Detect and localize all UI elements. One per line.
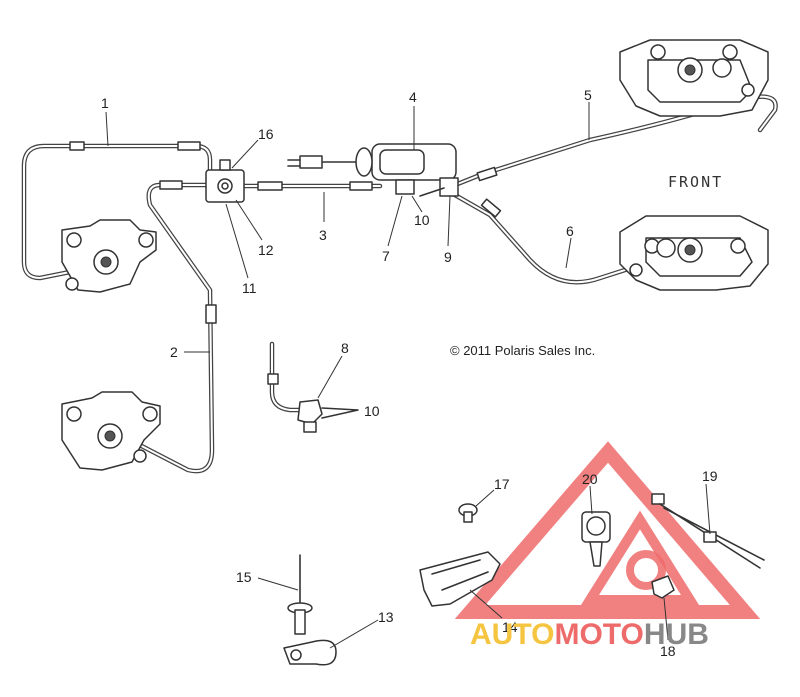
callout-10-upper: 10 (414, 212, 430, 228)
brake-junction-block (205, 159, 245, 203)
callout-labels: 1 2 3 4 5 6 7 8 9 10 10 11 12 13 14 15 1… (101, 87, 718, 659)
leader-lines (105, 102, 711, 649)
callout-15: 15 (236, 569, 252, 585)
clip-14 (419, 551, 501, 607)
callout-7: 7 (382, 248, 390, 264)
master-cylinder (287, 143, 459, 197)
callout-14: 14 (502, 619, 518, 635)
brake-line-1 (21, 141, 213, 281)
callout-18: 18 (660, 643, 676, 659)
brake-line-6 (452, 192, 653, 285)
callout-1: 1 (101, 95, 109, 111)
watermark-text: AUTOMOTOHUB (470, 618, 709, 651)
callout-8: 8 (341, 340, 349, 356)
callout-19: 19 (702, 468, 718, 484)
clip-18 (651, 575, 675, 599)
callout-4: 4 (409, 89, 417, 105)
tie-strap-19 (651, 493, 765, 569)
watermark-word-moto: MOTO (554, 618, 643, 651)
caliper-front-right-upper (619, 39, 769, 117)
callout-13: 13 (378, 609, 394, 625)
callout-10-lower: 10 (364, 403, 380, 419)
caliper-rear-left-lower (61, 391, 161, 471)
rivet-15 (287, 554, 313, 635)
callout-16: 16 (258, 126, 274, 142)
watermark-word-hub: HUB (644, 618, 709, 651)
screw-17 (458, 503, 478, 523)
callout-11: 11 (242, 280, 257, 296)
callout-20: 20 (582, 471, 598, 487)
callout-17: 17 (494, 476, 510, 492)
banjo-fitting-8 (267, 341, 359, 433)
caliper-rear-left-upper (61, 219, 157, 293)
fitting-20 (581, 511, 611, 567)
callout-6: 6 (566, 223, 574, 239)
callout-9: 9 (444, 249, 452, 265)
copyright-text: © 2011 Polaris Sales Inc. (450, 343, 595, 358)
caliper-front-right-lower (619, 215, 769, 291)
callout-3: 3 (319, 227, 327, 243)
brake-line-3 (237, 181, 383, 191)
watermark-logo-icon (454, 441, 761, 619)
callout-5: 5 (584, 87, 592, 103)
front-label: FRONT (668, 173, 723, 191)
callout-12: 12 (258, 242, 274, 258)
callout-2: 2 (170, 344, 178, 360)
watermark-word-auto: AUTO (470, 618, 554, 651)
brake-line-2 (127, 180, 217, 474)
clamp-13 (283, 639, 337, 666)
